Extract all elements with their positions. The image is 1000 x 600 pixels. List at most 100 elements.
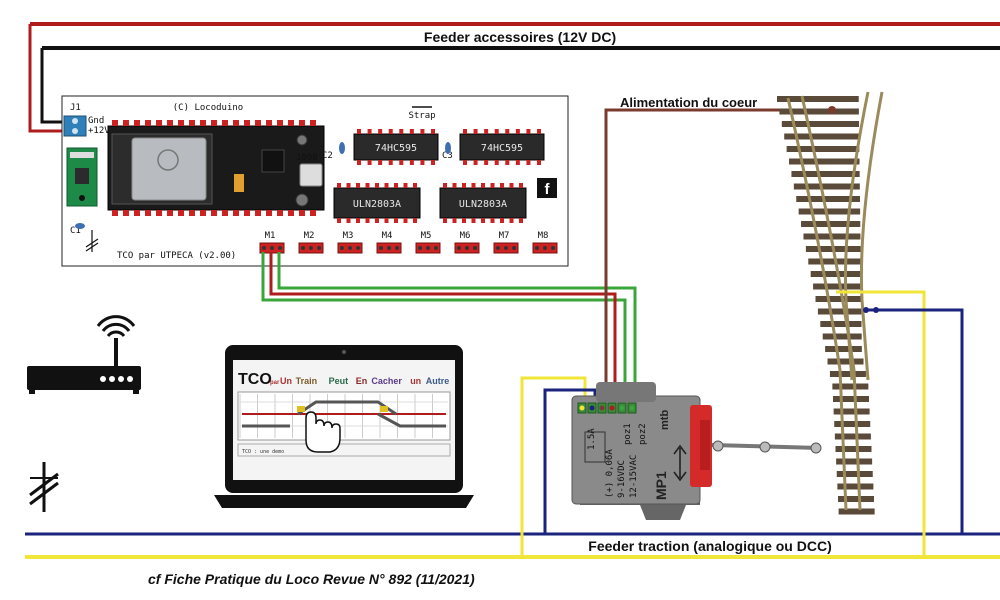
esp32-pin (189, 120, 195, 126)
connector-pin (395, 246, 399, 250)
track-feed-blue (864, 308, 964, 534)
track-sleeper (791, 171, 860, 177)
track-sleeper (820, 321, 862, 327)
track-sleeper (777, 96, 859, 102)
connector-label-m4: M4 (382, 231, 393, 241)
motor-brand: mtb (659, 410, 671, 430)
chip-pin (384, 183, 389, 188)
esp32-pin (288, 210, 294, 216)
chip-pin (509, 183, 514, 188)
track-sleeper (813, 283, 862, 290)
connector-pin (379, 246, 383, 250)
chip-pin (537, 160, 541, 165)
motor-spec2: 12-15VAC (629, 455, 639, 498)
j1-gnd-label: Gnd (88, 116, 104, 126)
connector-pin (387, 246, 391, 250)
banner-word: En (356, 376, 368, 386)
c3-label: C3 (442, 151, 453, 161)
j1-red-wire (28, 24, 66, 133)
chip-pin (473, 160, 478, 165)
track-sleeper (793, 183, 860, 190)
chip-pin (346, 218, 351, 223)
esp32-pin (211, 120, 217, 126)
ground-symbol-icon (29, 462, 59, 512)
esp32-pin (299, 120, 305, 126)
chip-pin (365, 183, 370, 188)
esp32-pin (123, 210, 129, 216)
esp32-pin (277, 210, 283, 216)
heart-supply-label: Alimentation du coeur (620, 95, 757, 110)
chip-pin (384, 218, 389, 223)
motor-fuse: 1.5A (587, 428, 597, 450)
board-strap-label: Strap (408, 111, 435, 121)
chip-pin (462, 183, 466, 188)
j1-12v-label: +12V (88, 126, 110, 136)
esp32-pin (277, 120, 283, 126)
regulator-module (66, 147, 98, 207)
chip-pin (337, 183, 341, 188)
banner-word: Train (296, 376, 318, 386)
motor-current: (+) 0,06A (605, 449, 615, 498)
connector-label-m5: M5 (421, 231, 432, 241)
track-sleeper (833, 408, 870, 415)
motor-terminal-screw (599, 405, 605, 411)
chip-pin (356, 218, 360, 223)
chip-pin (375, 183, 379, 188)
hand-pointer-icon (305, 411, 341, 453)
track-sleeper (834, 421, 871, 427)
chip-pin (409, 160, 414, 165)
laptop-footer: TCO : une demo (242, 449, 284, 455)
track-sleeper (833, 396, 869, 402)
laptop-tco-label: TCO (238, 371, 272, 388)
track-sleeper (801, 221, 861, 227)
motor-spec1: 9-16VDC (617, 460, 627, 498)
connector-pin (512, 246, 516, 250)
laptop-par-label: par (270, 380, 280, 386)
connector-label-m1: M1 (265, 231, 276, 241)
banner-word: Autre (426, 376, 450, 386)
chip-pin (367, 160, 372, 165)
chip-pin (378, 129, 383, 134)
connector-pin (348, 246, 352, 250)
chip-pin (500, 218, 504, 223)
connector-pin (301, 246, 305, 250)
track-sleeper (789, 158, 860, 165)
connector-pin (278, 246, 282, 250)
track-sleeper (817, 308, 862, 315)
chip-pin (452, 183, 457, 188)
esp32-pin (134, 120, 140, 126)
esp32-pin (222, 210, 228, 216)
motor-terminal-screw (579, 405, 585, 411)
chip-pin (431, 160, 435, 165)
connector-label-m3: M3 (343, 231, 354, 241)
chip-pin (413, 183, 417, 188)
motor-model: MP1 (653, 471, 669, 500)
connector-pin (317, 246, 321, 250)
chip-pin (471, 183, 476, 188)
esp32-pin (112, 120, 118, 126)
esp32-pin (233, 120, 239, 126)
esp32-pins-top (112, 120, 316, 126)
track-sleeper (815, 296, 862, 302)
banner-word: un (410, 376, 421, 386)
esp32-pin (233, 210, 239, 216)
chip-pin (357, 160, 361, 165)
board-logo (537, 178, 557, 198)
esp32-pin (200, 120, 206, 126)
banner-word: Cacher (371, 376, 402, 386)
connector-pin (262, 246, 266, 250)
chip-pin (420, 160, 425, 165)
chip-pin (394, 218, 398, 223)
chip-pin (484, 129, 489, 134)
chip-74hc595-1-label: 74HC595 (375, 143, 417, 154)
board-copyright: (C) Locoduino (173, 103, 243, 113)
turnout-track (777, 91, 884, 515)
connector-pin (543, 246, 547, 250)
esp32-pin (156, 120, 162, 126)
track-sleeper (837, 483, 874, 490)
track-sleeper (829, 371, 866, 377)
wire-red-m1 (269, 252, 617, 405)
chip-pin (481, 183, 485, 188)
chip-uln2803a-1-label: ULN2803A (353, 199, 401, 210)
